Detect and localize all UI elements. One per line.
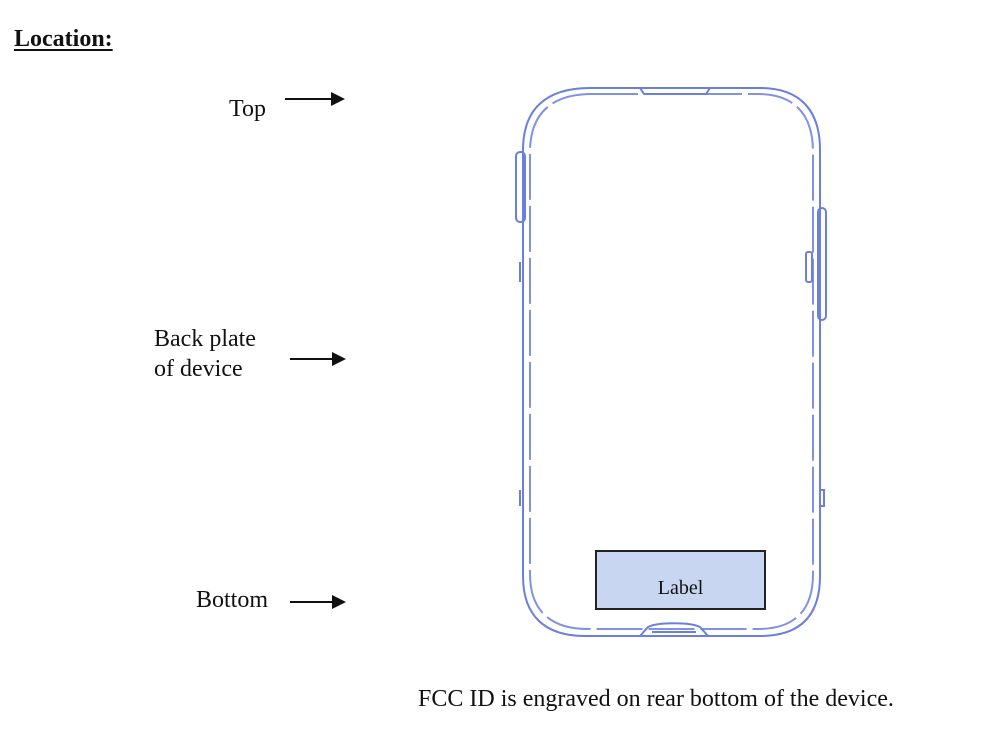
right-side-button (817, 207, 827, 321)
arrow-top-icon (285, 92, 345, 106)
location-heading: Location: (14, 26, 113, 52)
right-side-small-button (805, 251, 813, 283)
arrow-bottom-icon (290, 595, 346, 609)
arrow-back-plate-icon (290, 352, 346, 366)
label-box-text: Label (657, 576, 704, 599)
device-body-outline (522, 87, 821, 637)
left-side-button (515, 151, 526, 223)
label-box (595, 550, 766, 610)
fcc-caption: FCC ID is engraved on rear bottom of the… (418, 686, 894, 712)
label-back-plate-line-2: of device (154, 356, 243, 382)
label-bottom: Bottom (195, 587, 268, 613)
device-side-buttons (515, 151, 827, 507)
label-back-plate: Back plate of device (154, 324, 256, 384)
label-top: Top (229, 96, 266, 122)
label-back-plate-line-1: Back plate (154, 326, 256, 352)
